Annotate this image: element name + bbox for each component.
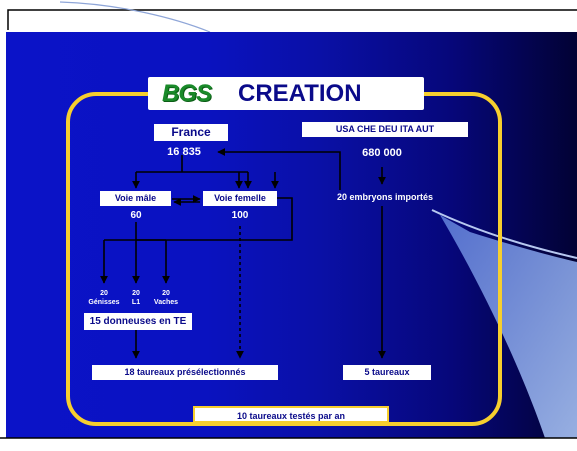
preselected-bulls-box: 18 taureaux présélectionnés [92,365,278,380]
foreign-countries-label: USA CHE DEU ITA AUT [302,122,468,137]
page-title: CREATION [238,80,362,107]
foreign-count: 680 000 [362,147,402,159]
bgs-logo: BGS [162,80,212,107]
footer-box: 10 taureaux testés par an [193,406,389,423]
group-count-genisses: 20 [100,290,108,297]
voie-male-box: Voie mâle [100,191,171,206]
france-label: France [154,124,228,141]
group-label-vaches: Vaches [153,299,179,306]
donors-box: 15 donneuses en TE [84,313,192,330]
voie-femelle-count: 100 [231,210,249,221]
group-count-vaches: 20 [162,290,170,297]
foreign-bulls-box: 5 taureaux [343,365,431,380]
group-label-genisses: Génisses [88,299,120,306]
voie-femelle-box: Voie femelle [203,191,277,206]
france-count: 16 835 [167,146,201,158]
voie-male-count: 60 [130,210,142,221]
title-box: BGS CREATION [148,77,424,110]
group-label-l1: L1 [131,299,141,306]
imported-embryos: 20 embryons importés [336,192,434,202]
group-count-l1: 20 [132,290,140,297]
